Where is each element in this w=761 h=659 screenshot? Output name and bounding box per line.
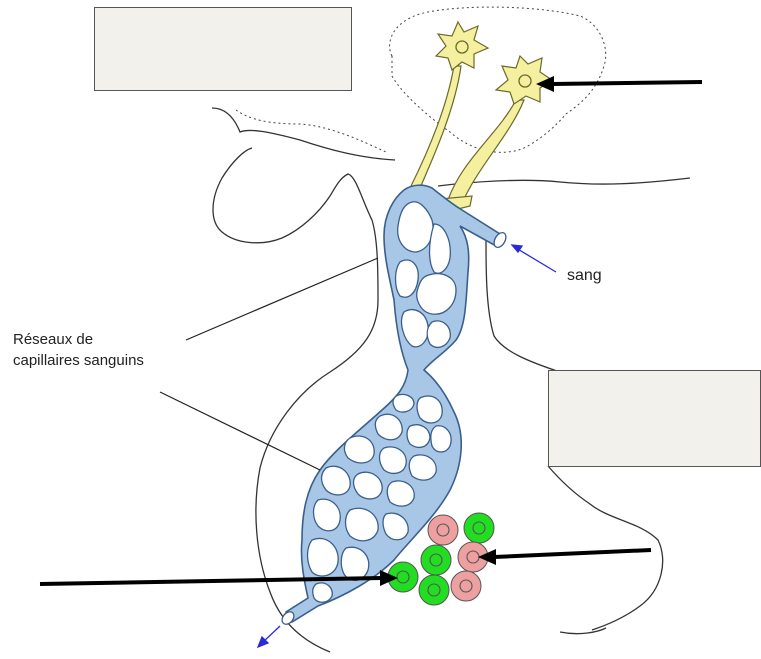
- leader-lines: [160, 258, 378, 470]
- capillary-label-line-1: Réseaux de: [13, 329, 144, 350]
- capillary-network-label: Réseaux de capillaires sanguins: [13, 329, 144, 371]
- neuron-left-body: [436, 22, 488, 70]
- answer-box-right[interactable]: [548, 370, 761, 467]
- cell-green: [421, 545, 451, 575]
- cell-pink: [451, 571, 481, 601]
- answer-box-top-left[interactable]: [94, 7, 352, 91]
- cell-pink: [428, 515, 458, 545]
- neuron-left-axon: [410, 66, 461, 188]
- capillary-label-line-2: capillaires sanguins: [13, 350, 144, 371]
- leader-line-upper: [186, 258, 378, 340]
- blood-label: sang: [567, 265, 602, 286]
- cell-green: [419, 575, 449, 605]
- neuron-right-body: [496, 56, 552, 104]
- leader-line-lower: [160, 392, 320, 470]
- cell-green: [464, 513, 494, 543]
